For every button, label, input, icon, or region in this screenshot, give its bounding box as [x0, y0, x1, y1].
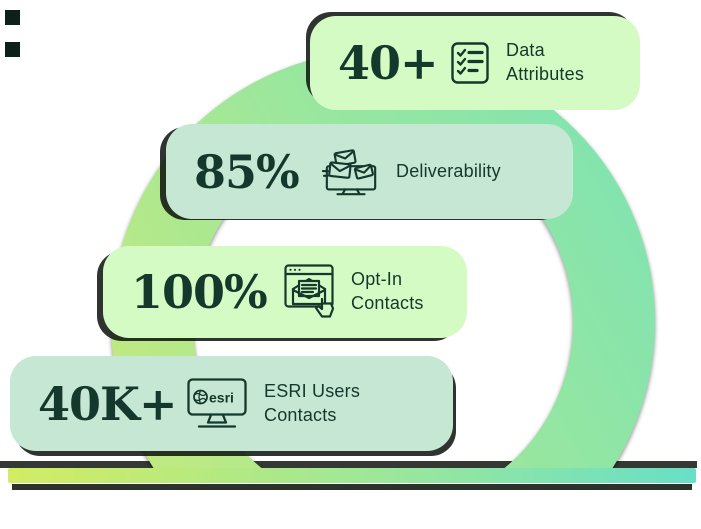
decor-square: [5, 10, 20, 25]
decor-square: [5, 42, 20, 57]
bottom-gradient-bar: [8, 468, 696, 483]
stat-label: Data Attributes: [506, 40, 585, 84]
stat-label: ESRI Users Contacts: [264, 380, 361, 425]
stat-card-data-attributes: 40+ Data Attributes: [310, 16, 640, 110]
esri-monitor-icon: esri: [187, 377, 247, 428]
checklist-icon: [451, 42, 489, 84]
email-deliverability-icon: [322, 148, 377, 195]
stat-value: 85%: [194, 144, 300, 199]
bar-underline-shadow: [12, 484, 692, 490]
stat-label: Deliverability: [396, 160, 501, 181]
stat-label: Opt-In Contacts: [351, 269, 424, 313]
stat-card-esri-users: 40K+ esri ESRI Users Contacts: [10, 356, 453, 451]
stat-card-opt-in: 100% Opt-In Contacts: [103, 246, 467, 338]
stat-card-deliverability: 85% Deliverability: [166, 124, 573, 219]
stat-value: 40K+: [38, 376, 178, 431]
stat-value: 40+: [338, 36, 439, 90]
bar-shadow-line: [0, 461, 697, 468]
opt-in-email-icon: [284, 264, 335, 318]
stat-value: 100%: [131, 265, 268, 319]
esri-logo-text: esri: [209, 389, 234, 405]
